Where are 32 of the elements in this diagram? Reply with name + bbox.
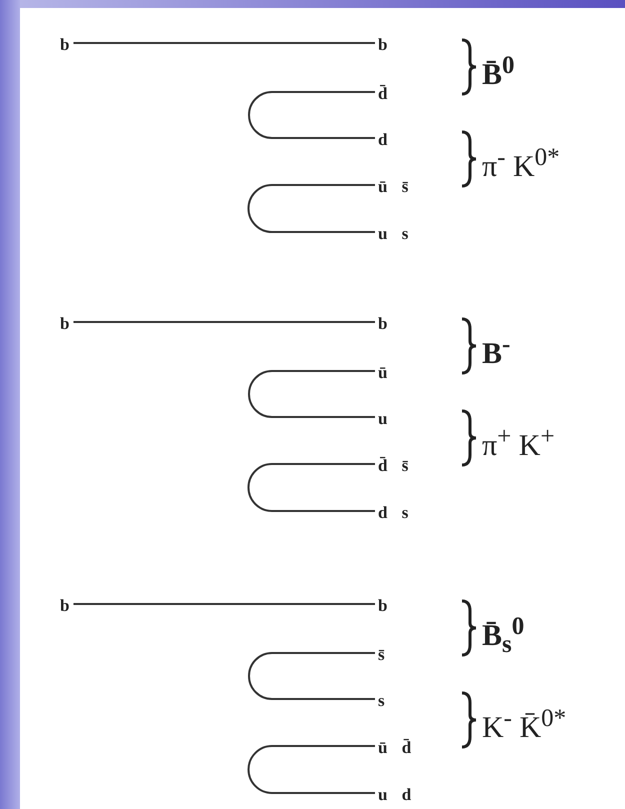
quark-label: b [60, 596, 70, 616]
quark-pair-line [248, 745, 375, 794]
quark-label: ū [378, 363, 388, 383]
quark-label: ū d̄ [378, 738, 412, 758]
meson-label: B̄$^{0}$ [482, 51, 515, 92]
quark-label: d [378, 130, 388, 150]
quark-label: u d [378, 785, 412, 805]
quark-pair-line [248, 463, 375, 512]
meson-label: K$^{-}$ K̄$^{0*}$ [482, 704, 566, 745]
quark-label: b [60, 35, 70, 55]
quark-line [73, 42, 375, 44]
quark-label: s̄ [378, 645, 385, 665]
quark-pair-line [248, 370, 375, 418]
meson-label: B$^{-}$ [482, 330, 510, 371]
quark-line [73, 603, 375, 605]
quark-label: b [378, 314, 388, 334]
quark-label: d̄ [378, 84, 388, 104]
quark-label: b [378, 35, 388, 55]
quark-pair-line [248, 91, 375, 139]
quark-pair-line [248, 652, 375, 700]
meson-label: π$^{+}$ K$^{+}$ [482, 422, 555, 463]
quark-label: ū s̄ [378, 177, 408, 197]
quark-label: s [378, 691, 385, 711]
quark-label: b [378, 596, 388, 616]
quark-label: d s [378, 503, 408, 523]
quark-label: d̄ s̄ [378, 456, 408, 476]
quark-label: u [378, 409, 388, 429]
quark-pair-line [248, 184, 375, 233]
meson-label: π$^{-}$ K$^{0*}$ [482, 143, 560, 184]
quark-label: u s [378, 224, 408, 244]
quark-line [73, 321, 375, 323]
quark-label: b [60, 314, 70, 334]
